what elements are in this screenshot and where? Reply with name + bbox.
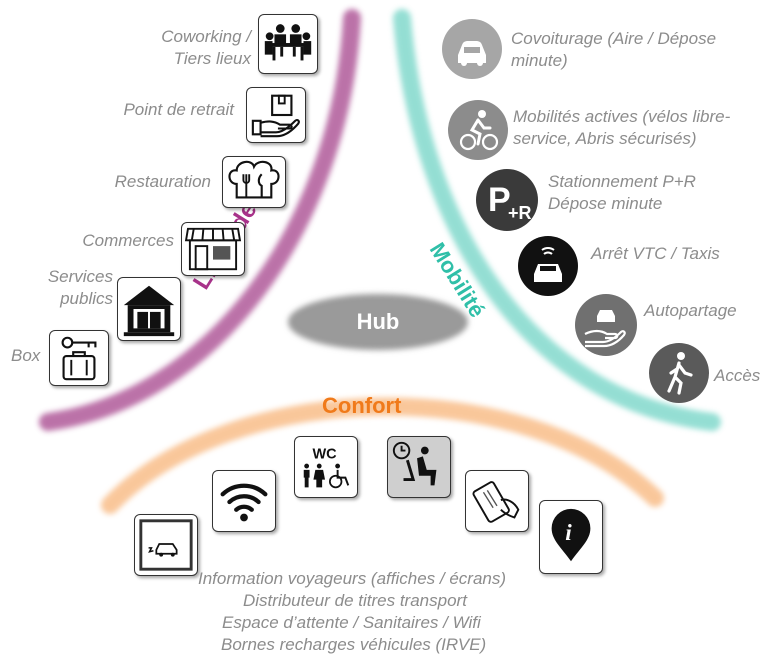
svg-text:P: P (488, 181, 511, 219)
waiting-seat-icon (387, 436, 451, 498)
arret-vtc-label: Arrêt VTC / Taxis (591, 244, 720, 263)
pedestrian-icon (649, 343, 709, 403)
ev-charging-icon (134, 514, 198, 576)
confort-line-4: Bornes recharges véhicules (IRVE) (221, 635, 487, 654)
covoiturage-label: Covoiturage (Aire / Dépose minute) (511, 29, 717, 70)
connected-taxi-icon (518, 236, 578, 296)
commerces-label: Commerces (82, 231, 174, 250)
wifi-icon (212, 470, 276, 532)
park-and-ride-icon: P +R (476, 169, 538, 231)
coworking-label: Coworking / Tiers lieux (161, 27, 251, 68)
car-sharing-hand-icon (575, 294, 637, 356)
stationnement-label: Stationnement P+R Dépose minute (548, 172, 696, 213)
parcel-hand-icon (246, 87, 306, 143)
coworking-icon (258, 14, 318, 74)
confort-line-3: Espace d’attente / Sanitaires / Wifi (222, 613, 481, 632)
shop-icon (181, 222, 245, 276)
carpool-car-icon (442, 19, 502, 79)
lieux-arc (39, 9, 361, 431)
wc-text: WC (312, 446, 337, 462)
restauration-label: Restauration (114, 172, 211, 191)
information-pin-icon: i (539, 500, 603, 574)
hub-label: Hub (356, 309, 400, 334)
cyclist-icon (448, 100, 508, 160)
hub-ellipse (288, 294, 468, 350)
public-building-icon (117, 277, 181, 341)
point-de-retrait-label: Point de retrait (123, 100, 234, 119)
svg-text:i: i (565, 520, 572, 546)
svg-text:+R: +R (508, 203, 532, 223)
confort-arc (101, 397, 664, 514)
mobilite-arc (393, 9, 721, 431)
box-label: Box (11, 346, 41, 365)
confort-label: Confort (322, 393, 402, 418)
chef-hat-cutlery-icon (222, 156, 286, 208)
acces-label: Accès (714, 366, 761, 385)
wc-icon: WC (294, 436, 358, 498)
confort-line-1: Information voyageurs (affiches / écrans… (198, 569, 507, 588)
luggage-locker-icon (49, 330, 109, 386)
mobilites-actives-label: Mobilités actives (vélos libre- service,… (513, 107, 731, 148)
services-publics-label: Services publics (47, 267, 113, 308)
autopartage-label: Autopartage (644, 301, 737, 320)
ticket-card-icon (465, 470, 529, 532)
confort-line-2: Distributeur de titres transport (243, 591, 467, 610)
